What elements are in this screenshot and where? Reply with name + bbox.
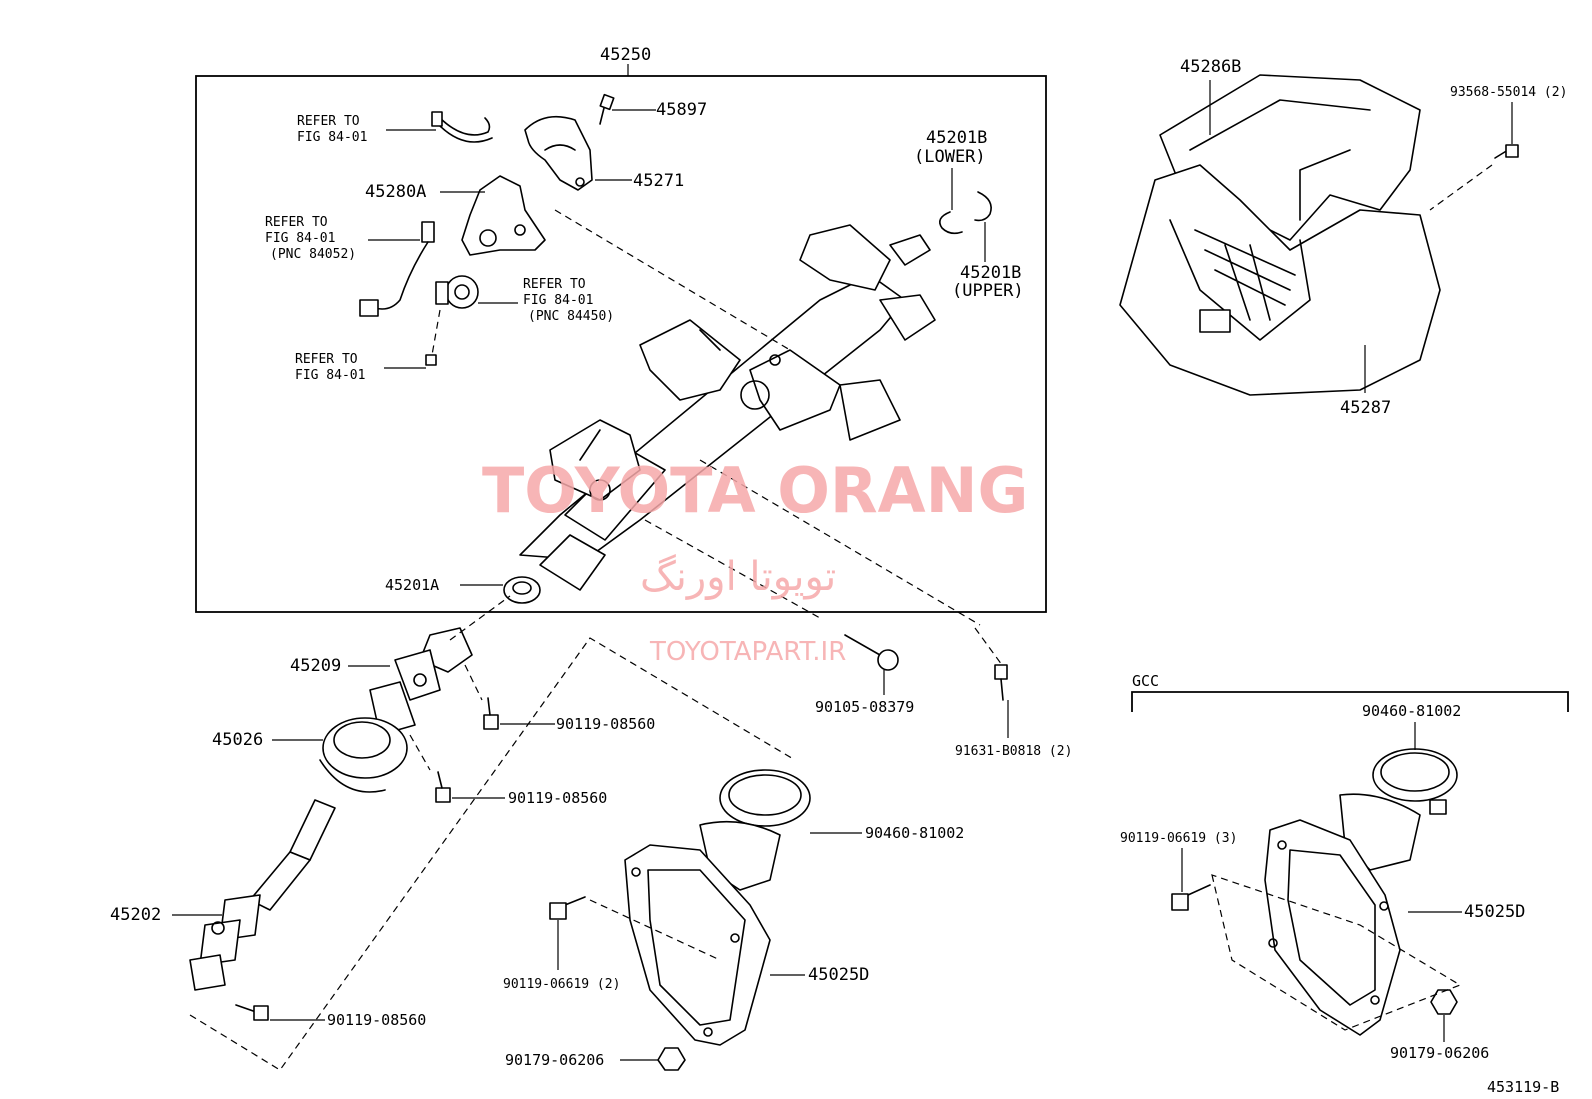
- snap-ring-lower: [939, 211, 963, 235]
- grommet-45026: [319, 717, 408, 793]
- label-45271: 45271: [633, 171, 684, 191]
- label-45250: 45250: [600, 45, 651, 65]
- lock-housing-45280A: [461, 175, 546, 256]
- nut-90179-06206-b: [1430, 989, 1458, 1015]
- label-90119-08560-c: 90119-08560: [327, 1011, 426, 1029]
- steering-column-assembly: [519, 224, 936, 591]
- label-45025D-a: 45025D: [808, 965, 869, 985]
- label-45201B-lower: 45201B: [926, 128, 987, 148]
- refer-d-line1: REFER TO: [295, 352, 358, 367]
- label-45201A: 45201A: [385, 576, 439, 594]
- figure-number: 453119-B: [1487, 1078, 1559, 1096]
- key-switch-wire: [359, 221, 435, 317]
- label-45897: 45897: [656, 100, 707, 120]
- gcc-bracket: [1131, 691, 1569, 712]
- label-45287: 45287: [1340, 398, 1391, 418]
- label-45202: 45202: [110, 905, 161, 925]
- boot-45025D-a: [624, 769, 811, 1046]
- bolt-90119-06619-a: [549, 896, 586, 920]
- snap-ring-upper: [974, 191, 992, 222]
- label-45280A: 45280A: [365, 182, 426, 202]
- label-90179-06206-b: 90179-06206: [1390, 1044, 1489, 1062]
- refer-b-line2: FIG 84-01: [265, 231, 335, 246]
- watermark-site: TOYOTAPART.IR: [649, 637, 846, 667]
- refer-a-line2: FIG 84-01: [297, 130, 367, 145]
- label-90105-08379: 90105-08379: [815, 698, 914, 716]
- clamp-90460-81002-b: [1372, 748, 1458, 815]
- label-90119-08560-b: 90119-08560: [508, 789, 607, 807]
- bolt-90105-08379: [844, 634, 899, 671]
- label-93568-55014: 93568-55014 (2): [1450, 85, 1567, 100]
- label-90119-08560-a: 90119-08560: [556, 715, 655, 733]
- label-45209: 45209: [290, 656, 341, 676]
- screw-45897: [599, 93, 615, 125]
- refer-c-line1: REFER TO: [523, 277, 586, 292]
- watermark-main: TOYOTA ORANG: [482, 454, 1028, 527]
- bracket-45271: [524, 115, 593, 191]
- bolt-90119-08560-a: [464, 664, 499, 730]
- watermark-arabic: تویوتا اورنگ: [640, 554, 836, 600]
- label-90119-06619-a: 90119-06619 (2): [503, 977, 620, 992]
- intermediate-shaft-45202: [189, 799, 336, 991]
- refer-b-line1: REFER TO: [265, 215, 328, 230]
- label-45286B: 45286B: [1180, 57, 1241, 77]
- label-upper: (UPPER): [952, 281, 1024, 301]
- label-90460-81002-a: 90460-81002: [865, 824, 964, 842]
- label-90460-81002-b: 90460-81002: [1362, 702, 1461, 720]
- refer-c-line2: FIG 84-01: [523, 293, 593, 308]
- refer-c-line3: (PNC 84450): [528, 309, 614, 324]
- refer-a-line1: REFER TO: [297, 114, 360, 129]
- nut-90179-06206-a: [657, 1047, 686, 1071]
- harness-clamp: [431, 111, 493, 143]
- boot-45025D-b: [1264, 793, 1421, 1036]
- label-gcc: GCC: [1132, 672, 1159, 690]
- label-45025D-b: 45025D: [1464, 902, 1525, 922]
- refer-d-line2: FIG 84-01: [295, 368, 365, 383]
- screw-93568-55014: [1494, 144, 1519, 159]
- bolt-90119-08560-b: [409, 734, 451, 803]
- bushing-45201A: [503, 576, 541, 604]
- label-45201B-upper: 45201B: [960, 263, 1021, 283]
- bolt-91631-B0818: [994, 664, 1008, 701]
- switch-screw: [425, 309, 441, 366]
- ignition-switch: [435, 275, 479, 309]
- label-lower: (LOWER): [914, 147, 986, 167]
- refer-b-line3: (PNC 84052): [270, 247, 356, 262]
- label-91631-B0818: 91631-B0818 (2): [955, 744, 1072, 759]
- universal-joint-45209: [369, 627, 473, 736]
- bolt-90119-06619-b: [1171, 884, 1211, 911]
- assembly-frame-45250: [195, 75, 1047, 613]
- bolt-90119-08560-c: [235, 1004, 269, 1021]
- label-90179-06206-a: 90179-06206: [505, 1051, 604, 1069]
- label-45026: 45026: [212, 730, 263, 750]
- column-cover-45287: [1119, 164, 1441, 396]
- label-90119-06619-b: 90119-06619 (3): [1120, 831, 1237, 846]
